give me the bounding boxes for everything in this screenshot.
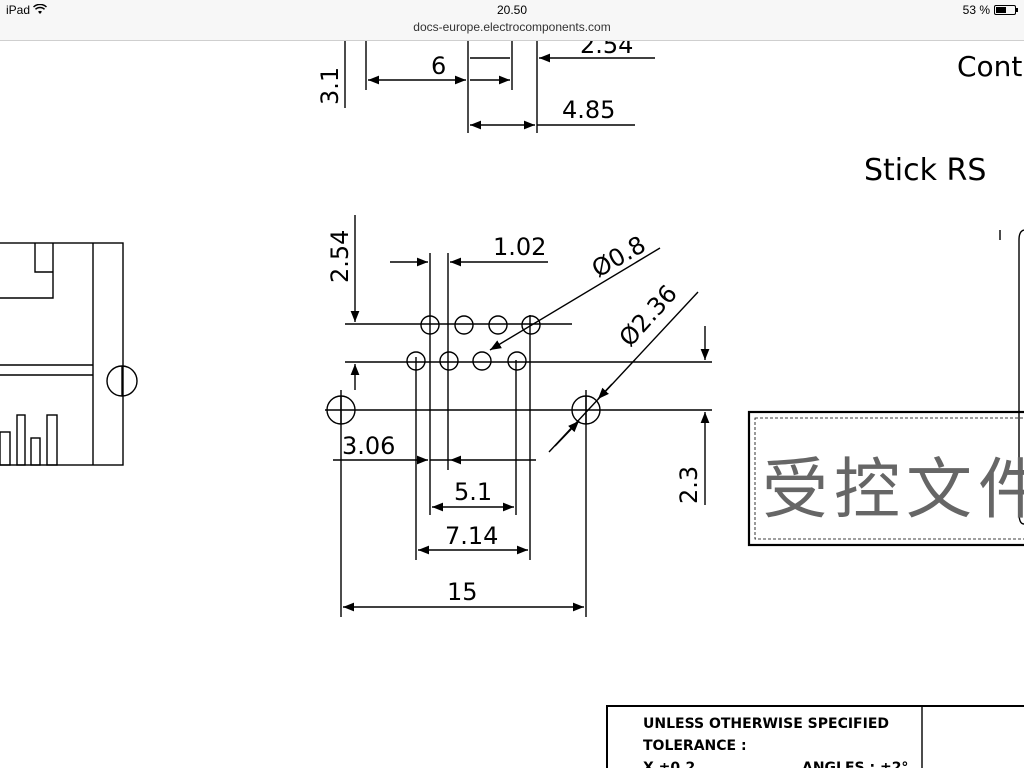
dim-dia-2-36: Ø2.36 — [614, 280, 683, 352]
right-partial-drawing — [999, 229, 1024, 525]
dim-7-14: 7.14 — [445, 522, 498, 550]
dim-15: 15 — [447, 578, 478, 606]
tolerance-title-block — [606, 705, 1024, 773]
dim-2-54-top: 2.54 — [580, 41, 633, 59]
drawing-title: Stick RS — [864, 153, 986, 188]
dim-6: 6 — [431, 52, 446, 80]
dim-1-02: 1.02 — [493, 233, 546, 261]
device-name: iPad — [6, 3, 31, 17]
top-dimension-group — [344, 41, 655, 133]
tolerance-line-3b: ANGLES : ±2° — [802, 760, 908, 768]
pcb-footprint-drawing — [325, 215, 712, 617]
tolerance-line-2: TOLERANCE : — [643, 738, 747, 754]
dim-2-3: 2.3 — [675, 466, 703, 504]
wifi-icon — [33, 3, 48, 14]
status-bar: iPad 20.50 docs-europe.electrocomponents… — [0, 0, 1024, 41]
address-bar[interactable]: docs-europe.electrocomponents.com — [413, 20, 611, 34]
battery-indicator: 53 % — [962, 3, 1018, 17]
battery-icon — [994, 5, 1018, 15]
dim-dia-0-8: Ø0.8 — [587, 230, 650, 283]
tolerance-line-3a: X ±0.2 — [643, 760, 695, 768]
clock: 20.50 — [496, 3, 528, 17]
device-indicator: iPad — [6, 3, 48, 17]
connector-side-view — [0, 242, 138, 466]
dim-2-54: 2.54 — [326, 230, 354, 283]
dim-3-1: 3.1 — [316, 67, 344, 105]
stamp-text: 受控文件 — [762, 451, 1024, 528]
tolerance-line-1: UNLESS OTHERWISE SPECIFIED — [643, 716, 889, 732]
pdf-document-viewport[interactable]: 3.1 6 2.54 4.85 Cont Stick RS 2.54 1.02 … — [0, 31, 1024, 773]
technical-drawing: 3.1 6 2.54 4.85 Cont Stick RS 2.54 1.02 … — [0, 31, 1024, 773]
dim-3-06: 3.06 — [342, 432, 395, 460]
dim-5-1: 5.1 — [454, 478, 492, 506]
dim-4-85: 4.85 — [562, 96, 615, 124]
header-text: Cont — [957, 50, 1022, 83]
battery-percentage: 53 % — [962, 3, 990, 17]
controlled-document-stamp — [747, 410, 1024, 547]
